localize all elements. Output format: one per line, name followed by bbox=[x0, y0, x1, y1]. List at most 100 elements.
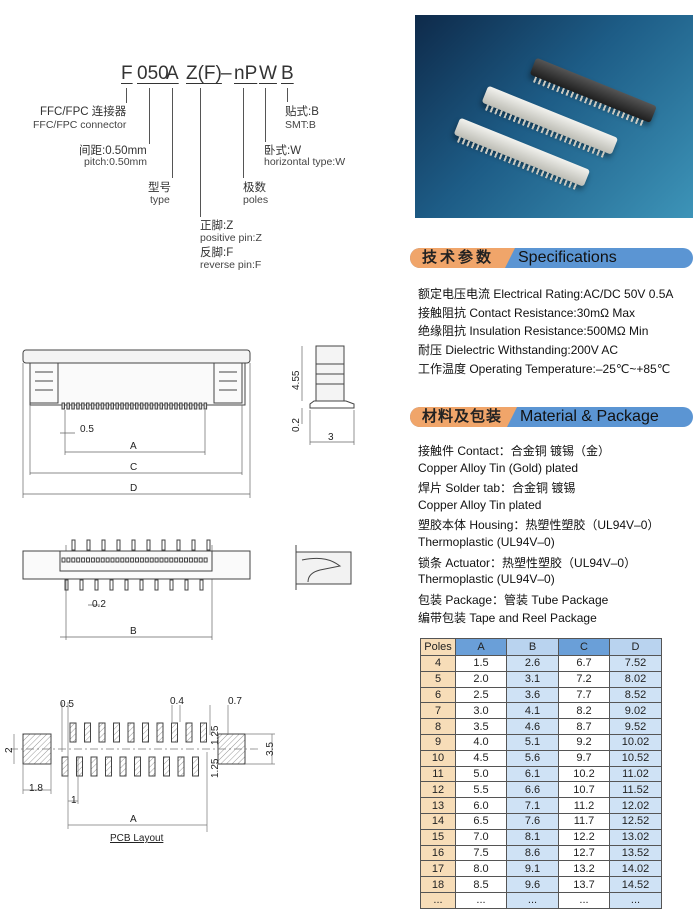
pcb-pad-top bbox=[142, 722, 149, 743]
bottom-view-pin-top bbox=[146, 539, 151, 551]
bottom-view-pin-top bbox=[101, 539, 106, 551]
table-cell: 9.52 bbox=[609, 718, 662, 735]
table-cell: ... bbox=[506, 891, 559, 909]
material-line: 接触件 Contact：合金铜 镀锡（金） bbox=[418, 444, 611, 458]
material-line: 塑胶本体 Housing：热塑性塑胶（UL94V–0） bbox=[418, 518, 660, 533]
front-view-pin bbox=[144, 402, 149, 410]
front-view-left-latch bbox=[29, 362, 59, 404]
table-cell: 9.1 bbox=[506, 860, 559, 878]
material-line: 包装 Package：管装 Tube Package bbox=[418, 592, 609, 607]
bottom-view-contact bbox=[188, 557, 193, 563]
bottom-view-contact bbox=[179, 557, 184, 563]
dim-front-d: D bbox=[130, 483, 137, 494]
pcb-pad-top bbox=[156, 722, 164, 743]
bottom-view-contact bbox=[198, 557, 203, 563]
table-header-cell: A bbox=[455, 638, 507, 656]
table-cell: 12.52 bbox=[609, 812, 662, 830]
section-view bbox=[295, 551, 352, 585]
bottom-view-pin-top bbox=[206, 539, 211, 551]
label-pin-en1: positive pin:Z bbox=[200, 232, 262, 244]
pcb-pad-top bbox=[69, 722, 77, 743]
dim-pcb-span: 3.5 bbox=[265, 742, 276, 756]
table-cell: 7.6 bbox=[506, 812, 559, 830]
bottom-view-contact bbox=[203, 557, 208, 563]
pn-pin: Z(F) bbox=[186, 63, 222, 84]
dim-side-standoff: 0.2 bbox=[291, 418, 302, 432]
bottom-view-pin-bottom bbox=[124, 579, 129, 591]
table-cell: 9.2 bbox=[558, 733, 610, 751]
table-cell: 11.52 bbox=[609, 781, 662, 799]
table-cell: 11.2 bbox=[558, 797, 610, 814]
table-header-cell: Poles bbox=[420, 638, 456, 656]
pcb-pad-top bbox=[185, 722, 193, 743]
bottom-view-pin-top bbox=[71, 539, 76, 551]
table-cell: 7.2 bbox=[558, 670, 610, 688]
table-cell: 18 bbox=[420, 876, 456, 893]
table-header-cell: D bbox=[609, 638, 662, 656]
dim-side-height: 4.55 bbox=[291, 370, 302, 390]
table-cell: 12.02 bbox=[609, 797, 662, 814]
front-view-right-latch bbox=[213, 362, 243, 404]
label-pin-cn1: 正脚:Z bbox=[200, 220, 234, 232]
pn-dash: – bbox=[221, 63, 232, 84]
label-pin-en2: reverse pin:F bbox=[200, 259, 262, 271]
label-pitch-en: pitch:0.50mm bbox=[84, 156, 148, 168]
table-cell: 8.7 bbox=[558, 718, 610, 735]
bottom-view-contact bbox=[110, 557, 115, 563]
table-cell: ... bbox=[558, 891, 610, 909]
table-cell: 14 bbox=[420, 812, 456, 830]
front-view-body bbox=[29, 362, 246, 406]
bottom-view-contacts bbox=[59, 550, 213, 572]
table-cell: 17 bbox=[420, 860, 456, 878]
dim-bottom-b: B bbox=[130, 626, 137, 637]
bottom-view-contact bbox=[86, 557, 90, 563]
front-view-pin bbox=[174, 402, 178, 410]
spec-line: 接触阻抗 Contact Resistance:30mΩ Max bbox=[418, 306, 636, 320]
bottom-view-pin-top bbox=[131, 539, 136, 551]
material-line: 锁条 Actuator：热塑性塑胶（UL94V–0） bbox=[418, 555, 637, 570]
table-cell: 14.52 bbox=[609, 876, 662, 893]
product-photo bbox=[415, 15, 693, 218]
bottom-view-body bbox=[22, 550, 251, 580]
pcb-pad-bottom bbox=[119, 756, 127, 777]
bottom-view-pin-bottom bbox=[79, 579, 84, 591]
table-cell: 1.5 bbox=[455, 655, 507, 672]
bottom-view-contact bbox=[95, 557, 100, 563]
front-view-pin bbox=[154, 402, 159, 410]
table-cell: 2.0 bbox=[455, 670, 507, 688]
bottom-view-contact bbox=[81, 557, 86, 563]
label-poles-en: poles bbox=[243, 194, 269, 206]
bottom-view-contact bbox=[71, 557, 76, 563]
front-view-pin bbox=[125, 402, 129, 410]
front-view-pin bbox=[76, 402, 80, 410]
table-cell: 15 bbox=[420, 828, 456, 846]
pcb-pad-top bbox=[127, 722, 135, 743]
table-cell: 7.1 bbox=[506, 797, 559, 814]
bottom-view-pin-top bbox=[161, 539, 166, 551]
table-cell: 13.7 bbox=[558, 876, 610, 893]
pcb-pad-top bbox=[113, 722, 120, 743]
table-cell: 8.6 bbox=[506, 844, 559, 862]
table-cell: 10.52 bbox=[609, 749, 662, 767]
bottom-view-contact bbox=[174, 557, 179, 563]
table-header-cell: B bbox=[506, 638, 559, 656]
table-cell: 7.0 bbox=[455, 828, 507, 846]
bottom-view-contact bbox=[193, 557, 198, 563]
bottom-view-pin-bottom bbox=[169, 579, 174, 591]
table-cell: 5 bbox=[420, 670, 456, 688]
table-cell: 9.6 bbox=[506, 876, 559, 893]
table-cell: 3.6 bbox=[506, 686, 559, 704]
label-pin-cn2: 反脚:F bbox=[200, 247, 234, 259]
table-cell: 12.7 bbox=[558, 844, 610, 862]
label-poles-cn: 极数 bbox=[243, 182, 266, 194]
pn-mount: B bbox=[281, 63, 294, 84]
label-mount-cn: 贴式:B bbox=[285, 106, 319, 118]
